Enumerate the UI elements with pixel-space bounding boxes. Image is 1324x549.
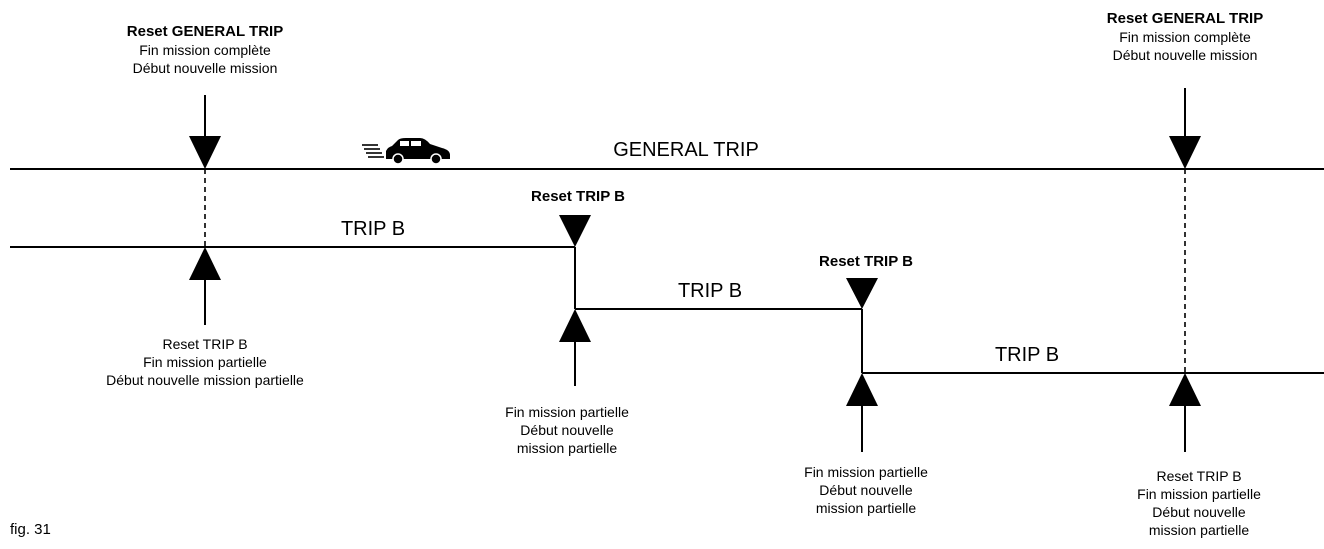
lower-label-line: Fin mission partielle (505, 404, 629, 420)
lower-label-third: Fin mission partielle Début nouvelle mis… (804, 463, 928, 517)
lower-label-line: Fin mission partielle (1137, 486, 1261, 502)
reset-general-line1: Fin mission complète (1119, 29, 1251, 45)
lower-label-line: Début nouvelle mission partielle (106, 372, 304, 388)
lower-label-line: Début nouvelle (1152, 504, 1246, 520)
trip-b-label-1: TRIP B (340, 218, 406, 240)
lower-label-line: Fin mission partielle (804, 464, 928, 480)
trip-b-arrow-up-3 (846, 373, 878, 452)
lower-label-line: mission partielle (516, 440, 618, 456)
reset-trip-b-label-1: Reset TRIP B (531, 188, 625, 205)
reset-trip-b-arrow-up-1 (189, 247, 221, 325)
lower-label-line: Reset TRIP B (162, 336, 248, 352)
lower-label-second: Fin mission partielle Début nouvelle mis… (505, 403, 629, 457)
reset-general-line2: Début nouvelle mission (132, 60, 278, 76)
figure-label: fig. 31 (10, 521, 51, 538)
reset-general-label-right: Reset GENERAL TRIP Fin mission complète … (1107, 10, 1263, 64)
lower-label-line: Reset TRIP B (1156, 468, 1242, 484)
lower-label-line: mission partielle (815, 500, 917, 516)
general-trip-label: GENERAL TRIP (613, 139, 759, 161)
reset-general-arrow-left (189, 95, 221, 169)
reset-general-title: Reset GENERAL TRIP (126, 23, 284, 40)
reset-general-label-left: Reset GENERAL TRIP Fin mission complète … (127, 23, 283, 77)
car-icon (362, 138, 450, 165)
lower-label-first: Reset TRIP B Fin mission partielle Début… (106, 335, 304, 389)
lower-label-line: Début nouvelle (819, 482, 913, 498)
trip-b-label-2: TRIP B (677, 280, 743, 302)
reset-general-line2: Début nouvelle mission (1112, 47, 1258, 63)
reset-general-line1: Fin mission complète (139, 42, 271, 58)
trip-b-arrow-up-2 (559, 309, 591, 386)
reset-general-title: Reset GENERAL TRIP (1106, 10, 1264, 27)
lower-label-fourth: Reset TRIP B Fin mission partielle Début… (1137, 467, 1261, 539)
lower-label-line: Début nouvelle (520, 422, 614, 438)
trip-b-label-3: TRIP B (994, 344, 1060, 366)
lower-label-line: Fin mission partielle (143, 354, 267, 370)
reset-general-arrow-right (1169, 88, 1201, 169)
reset-trip-b-arrow-down-1 (559, 215, 591, 247)
trip-b-arrow-up-4 (1169, 373, 1201, 452)
reset-trip-b-arrow-down-2 (846, 278, 878, 309)
lower-label-line: mission partielle (1148, 522, 1250, 538)
reset-trip-b-label-2: Reset TRIP B (819, 253, 913, 270)
